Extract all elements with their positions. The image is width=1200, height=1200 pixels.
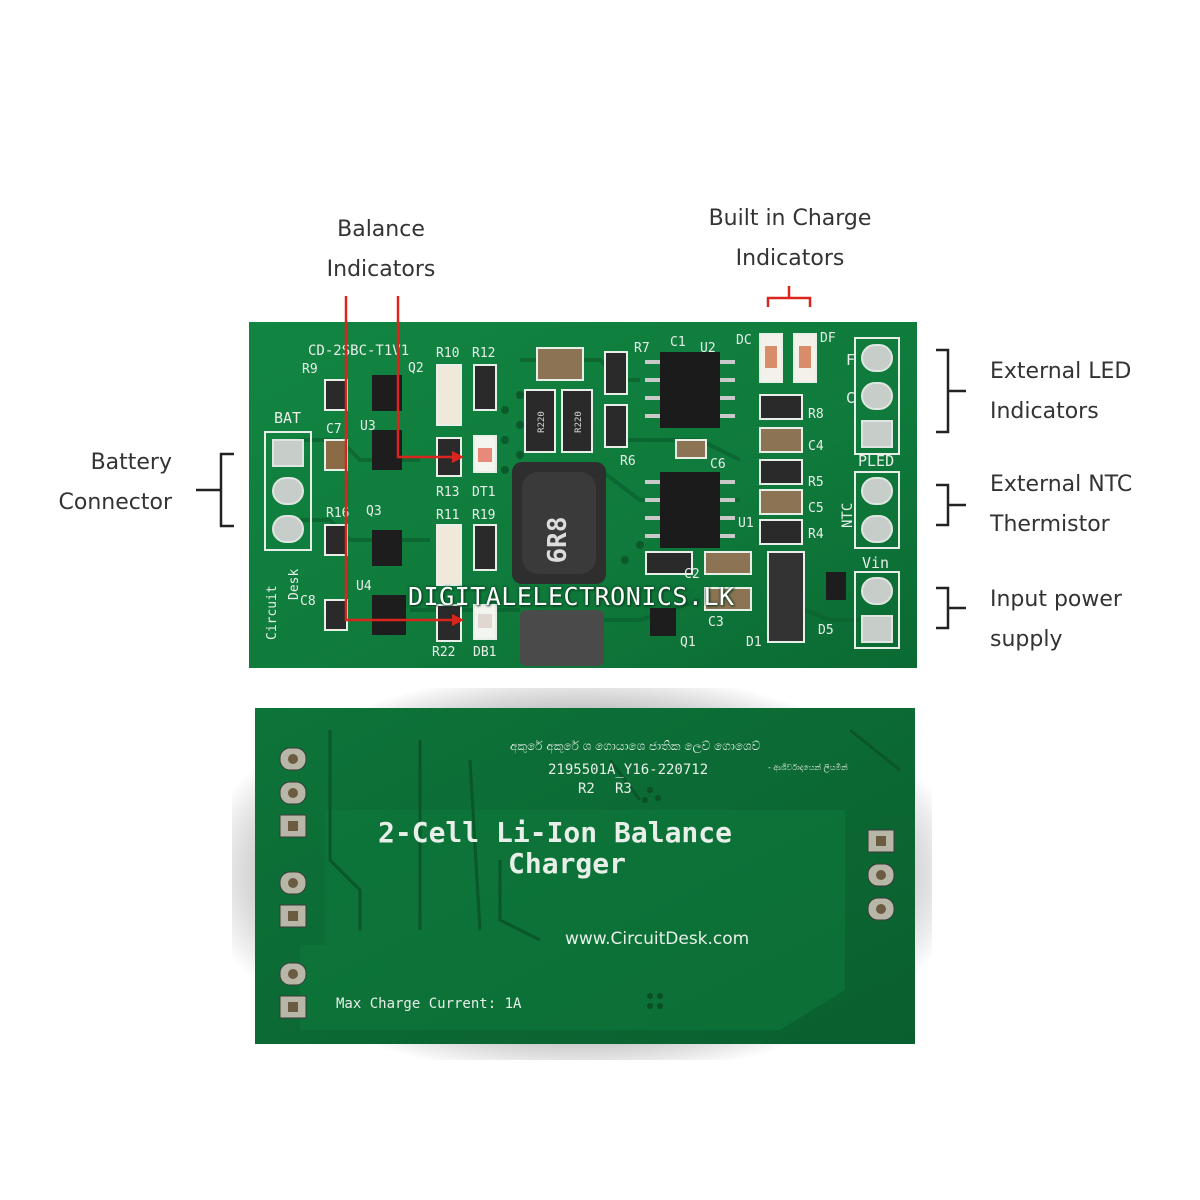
bottom-board-vias	[642, 787, 663, 1009]
silk-ref: DT1	[472, 485, 495, 500]
callout-line: Connector	[58, 490, 172, 515]
callout-balance-indicators: Balance Indicators	[305, 210, 457, 290]
callout-line: supply	[990, 627, 1063, 652]
silk-ref: C7	[326, 422, 342, 437]
silk-ref: U2	[700, 341, 716, 356]
silk-ref: R11	[436, 508, 459, 523]
bottom-title-line2: Charger	[508, 847, 626, 880]
silk-r220-b: R220	[574, 411, 584, 433]
callout-line: External LED	[990, 359, 1132, 384]
bottom-ref-r2: R2	[578, 781, 595, 797]
bottom-max-charge: Max Charge Current: 1A	[336, 996, 522, 1012]
silk-r220-a: R220	[537, 411, 547, 433]
silk-ref: R16	[326, 506, 349, 521]
silk-led-f: F	[846, 351, 855, 369]
bottom-title-line1: 2-Cell Li-Ion Balance	[378, 816, 732, 849]
battery-connector-pads	[264, 431, 312, 551]
bottom-ref-r3: R3	[615, 781, 632, 797]
silk-vin: Vin	[862, 554, 889, 572]
silk-ref: R13	[436, 485, 459, 500]
silk-brand: Circuit Desk	[265, 569, 302, 640]
callout-line: Thermistor	[990, 512, 1110, 537]
silk-ref: R12	[472, 346, 495, 361]
silk-refs: R9 R10 R12 Q2 C7 U3 R13 DT1 R16 Q3 R11 R…	[300, 331, 836, 660]
callout-line: Indicators	[735, 246, 845, 271]
silk-ref: DF	[820, 331, 836, 346]
bottom-part-number: 2195501A_Y16-220712	[548, 762, 708, 778]
silk-bat: BAT	[274, 409, 301, 427]
bottom-website: www.CircuitDesk.com	[565, 929, 749, 949]
silk-ref: R10	[436, 346, 459, 361]
svg-text:Circuit: Circuit	[265, 585, 280, 640]
silk-ref: D5	[818, 623, 834, 638]
callout-line: Input power	[990, 587, 1122, 612]
silk-ref: C2	[684, 567, 700, 582]
top-board: BAT CD-2SBC-T1V1 Circuit Desk	[249, 322, 917, 668]
watermark: DIGITALELECTRONICS.LK	[408, 582, 735, 611]
silk-ref: R7	[634, 341, 650, 356]
silk-ref: Q3	[366, 504, 382, 519]
callout-line: Balance	[337, 217, 425, 242]
silk-ref: U4	[356, 579, 372, 594]
callout-line: Battery	[90, 450, 172, 475]
silk-ref: C5	[808, 501, 824, 516]
callout-line: Indicators	[326, 257, 436, 282]
silk-ref: U3	[360, 419, 376, 434]
silk-model: CD-2SBC-T1V1	[308, 343, 409, 359]
bottom-board: අකුරේ අකුරේ ශ ගොයාශෙ ජාතික ලෙව් ගොශෙව් 2…	[255, 708, 915, 1044]
callout-external-led-indicators: External LED Indicators	[990, 352, 1131, 432]
silk-ref: DB1	[473, 645, 496, 660]
silk-ref: D1	[746, 635, 762, 650]
silk-ref: C3	[708, 615, 724, 630]
silk-ref: R6	[620, 454, 636, 469]
silk-ref: R8	[808, 407, 824, 422]
silk-ref: C1	[670, 335, 686, 350]
silk-led-c: C	[846, 389, 855, 407]
callout-battery-connector: Battery Connector	[40, 443, 172, 523]
bottom-board-traces	[328, 728, 901, 942]
silk-ref: C6	[710, 457, 726, 472]
silk-ref: R4	[808, 527, 824, 542]
callout-built-in-charge-indicators: Built in Charge Indicators	[690, 199, 890, 279]
silk-ref: R19	[472, 508, 495, 523]
bottom-sinhala-line: අකුරේ අකුරේ ශ ගොයාශෙ ජාතික ලෙව් ගොශෙව්	[510, 739, 761, 754]
silk-ref: Q1	[680, 635, 696, 650]
silk-ref: R22	[432, 645, 455, 660]
annotation-brackets	[196, 348, 966, 630]
callout-line: External NTC	[990, 472, 1133, 497]
silk-ref: C8	[300, 594, 316, 609]
silk-pled: PLED	[858, 452, 894, 470]
callout-external-ntc-thermistor: External NTC Thermistor	[990, 465, 1132, 545]
silk-inductor: 6R8	[543, 517, 573, 564]
callout-input-power-supply: Input power supply	[990, 580, 1122, 660]
callout-line: Built in Charge	[708, 206, 872, 231]
bottom-signature: - ආශීර්වාදයෙන් ලියමින්	[768, 762, 848, 773]
silk-ref: C4	[808, 439, 824, 454]
arrow-heads	[452, 451, 464, 626]
annotation-arrows	[344, 286, 812, 622]
silk-ref: R9	[302, 362, 318, 377]
silk-ref: DC	[736, 333, 752, 348]
silk-ntc: NTC	[840, 503, 856, 528]
top-board-components: 6R8	[324, 333, 900, 666]
silk-ref: U1	[738, 516, 754, 531]
svg-text:Desk: Desk	[287, 569, 302, 600]
silk-ref: Q2	[408, 361, 424, 376]
silk-ref: R5	[808, 475, 824, 490]
callout-line: Indicators	[990, 399, 1099, 424]
